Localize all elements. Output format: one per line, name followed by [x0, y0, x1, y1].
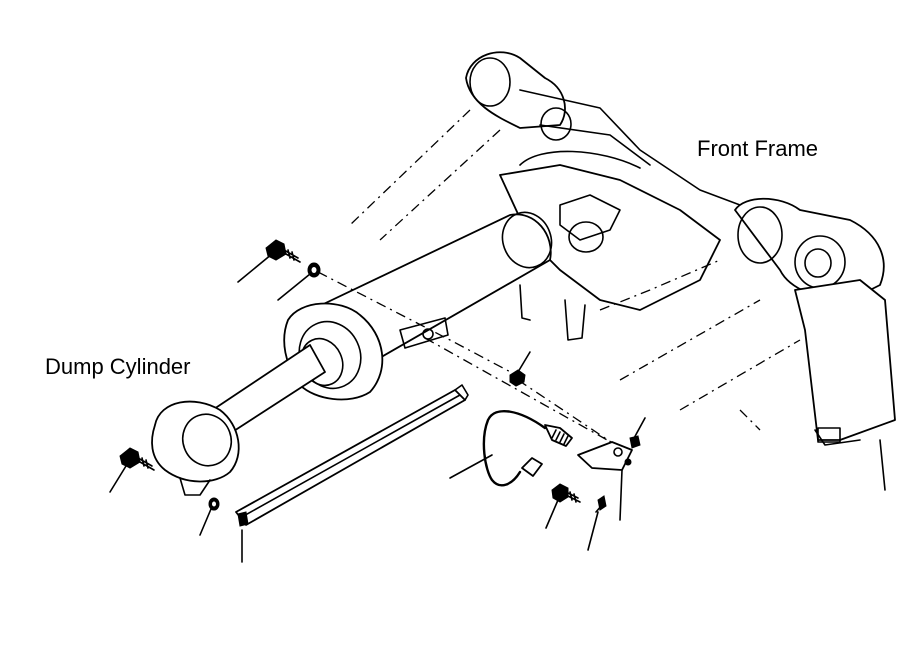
washer-upper-left — [277, 262, 321, 301]
proximity-switch — [449, 410, 573, 487]
switch-bracket — [577, 417, 646, 521]
ref-line-2 — [424, 337, 626, 451]
dump-cylinder-label: Dump Cylinder — [45, 354, 191, 379]
bolt-lower-right — [545, 483, 581, 529]
washer-lower-left — [199, 497, 220, 536]
ref-line-1 — [317, 271, 521, 378]
front-frame — [349, 51, 896, 491]
bolt-lower-left — [109, 447, 155, 493]
bolt-upper-left — [237, 239, 301, 283]
front-frame-label: Front Frame — [697, 136, 818, 161]
cover-strip — [235, 384, 469, 563]
dump-cylinder — [151, 211, 553, 496]
pin-lower-right — [587, 495, 607, 551]
